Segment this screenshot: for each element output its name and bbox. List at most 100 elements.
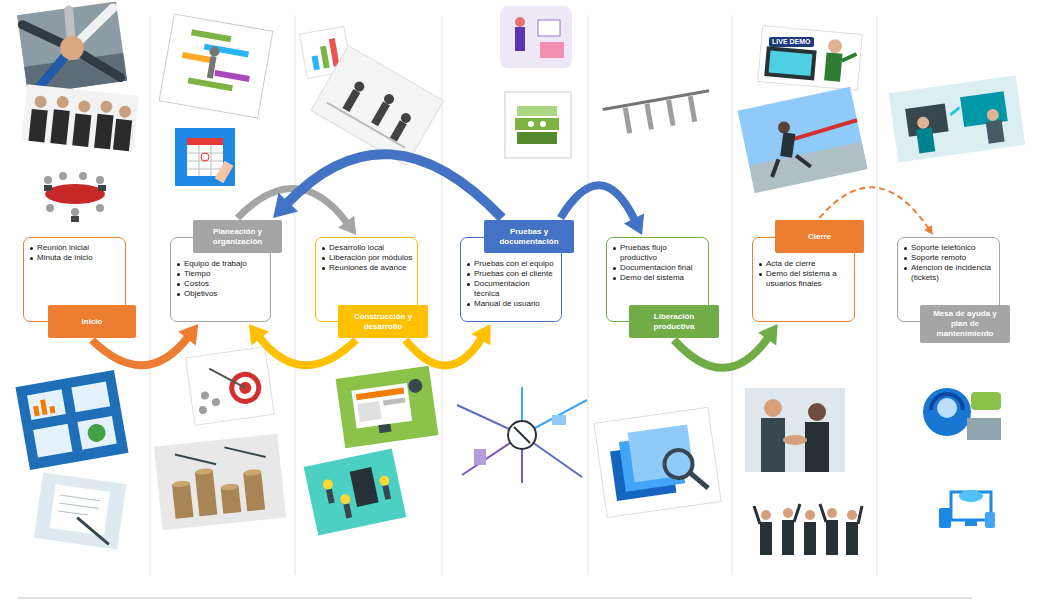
- item-text: Objetivos: [184, 289, 266, 299]
- bullet-dot: [177, 283, 180, 286]
- figures-on-line-picture-part-part: [623, 107, 632, 133]
- remote-devices-icon-part: [965, 520, 977, 526]
- book-stack-picture-part: [505, 92, 571, 158]
- handshake-photo-part: [808, 403, 826, 421]
- bullet-dot: [467, 283, 470, 286]
- gantt-chart-picture-part: [214, 70, 250, 82]
- flow-curve: [92, 337, 188, 365]
- support-headset-icon-part: [967, 418, 1001, 440]
- coins-photo-part-part: [175, 450, 216, 468]
- coins-photo-part: [171, 463, 263, 496]
- handshake-photo-part: [764, 399, 782, 417]
- bullet-dot: [30, 257, 33, 260]
- target-picture-part: [196, 390, 221, 415]
- bullet-dot: [322, 247, 325, 250]
- target-picture-part: [238, 381, 252, 395]
- helpdesk-picture-part: [986, 108, 1000, 122]
- bullet-dot: [467, 273, 470, 276]
- person-with-documents-picture-part: [515, 27, 525, 51]
- gantt-chart-picture-part: [207, 56, 217, 79]
- calendar-icon-part: [201, 153, 209, 161]
- web-development-picture-part: [407, 378, 423, 394]
- bullet-dot: [322, 257, 325, 260]
- arrow-head: [624, 214, 644, 235]
- remote-devices-icon: [939, 490, 995, 528]
- bullet-dot: [904, 267, 907, 270]
- bar-chart-icon-part: [320, 46, 330, 69]
- celebrating-team-photo-part-part: [782, 520, 794, 555]
- charts-photo-part-part: [27, 389, 66, 420]
- runner-finish-photo-part: [780, 132, 795, 157]
- target-picture-part-part: [200, 391, 209, 400]
- business-people-photo-part-part: [72, 114, 91, 147]
- calendar-icon-part: [215, 161, 234, 183]
- bullet-item: Demo del sistema: [613, 273, 704, 283]
- web-development-picture-part: [336, 366, 439, 448]
- bullet-dot: [613, 267, 616, 270]
- arrow-head: [249, 324, 269, 345]
- meeting-table-figure-part-part: [96, 176, 104, 184]
- coins-photo-part: [175, 443, 266, 468]
- builders-picture-part: [350, 467, 379, 507]
- celebrating-team-photo-part-part: [846, 522, 858, 555]
- coins-photo-part: [171, 466, 265, 519]
- bullet-item: Pruebas con el cliente: [467, 269, 557, 279]
- business-people-photo-part-part: [78, 100, 91, 113]
- meeting-table-figure-part: [45, 184, 105, 204]
- support-headset-icon-part: [937, 398, 957, 418]
- compass-lines-picture-part: [514, 427, 530, 443]
- builders-picture-part-part: [339, 493, 351, 505]
- baseline: [18, 598, 972, 599]
- coins-photo-part-part: [243, 469, 262, 477]
- gantt-chart-picture-part: [191, 29, 231, 42]
- celebrating-team-photo-part-part: [794, 504, 800, 522]
- meeting-table-figure-part-part: [71, 208, 79, 216]
- team-hands-photo-part: [58, 34, 85, 61]
- calendar-icon-part-part: [211, 145, 212, 176]
- meeting-table-figure-part: [44, 172, 104, 216]
- person-with-documents-picture-part: [515, 17, 525, 27]
- phase-label: Planeación y organización: [193, 220, 282, 253]
- support-headset-icon-part: [971, 392, 1001, 410]
- builders-picture-part: [304, 448, 407, 535]
- arrow-head: [178, 324, 198, 345]
- bullet-dot: [177, 263, 180, 266]
- live-demo-picture-part: [842, 53, 857, 62]
- helpdesk-picture-part: [916, 128, 935, 154]
- bullet-dot: [904, 257, 907, 260]
- compass-lines-picture: [457, 387, 587, 483]
- builders-picture-part-part: [343, 503, 352, 518]
- target-picture: [186, 347, 275, 425]
- hand-writing-photo-part: [74, 518, 112, 545]
- live-demo-picture: [758, 26, 863, 91]
- bullet-item: Liberación por módulos: [322, 253, 413, 263]
- remote-devices-icon-part: [959, 490, 983, 502]
- bullet-dot: [759, 263, 762, 266]
- meeting-table-figure-part-part: [44, 176, 52, 184]
- handshake-photo-part: [783, 435, 807, 445]
- team-hands-photo-part: [21, 4, 122, 90]
- coins-photo-part: [154, 434, 286, 531]
- figures-on-line-picture-part: [623, 96, 697, 134]
- bullet-item: Soporte telefónico: [904, 243, 995, 253]
- celebrating-team-photo-part-part: [858, 506, 862, 524]
- charts-photo-part-part: [77, 416, 116, 450]
- target-picture-part-part: [211, 398, 220, 407]
- web-development-picture-part: [378, 424, 391, 434]
- hand-writing-photo-part-part: [60, 495, 100, 501]
- people-picture-part: [311, 46, 444, 166]
- compass-lines-picture-part: [552, 415, 566, 425]
- flow-curve: [287, 154, 502, 218]
- meeting-table-figure-part-part: [96, 204, 104, 212]
- phase-name: Pruebas y documentación: [488, 227, 570, 247]
- bullet-item: Pruebas flujo productivo: [613, 243, 704, 263]
- bullet-item: Equipo de trabajo: [177, 259, 266, 269]
- meeting-table-figure-part-part: [44, 185, 52, 191]
- phase-name: Cierre: [808, 232, 831, 242]
- compass-lines-picture-part: [508, 421, 536, 449]
- bullet-item: Soporte remoto: [904, 253, 995, 263]
- support-headset-icon-part: [931, 394, 963, 410]
- celebrating-team-photo-part-part: [754, 506, 760, 524]
- figures-on-line-picture: [596, 72, 721, 151]
